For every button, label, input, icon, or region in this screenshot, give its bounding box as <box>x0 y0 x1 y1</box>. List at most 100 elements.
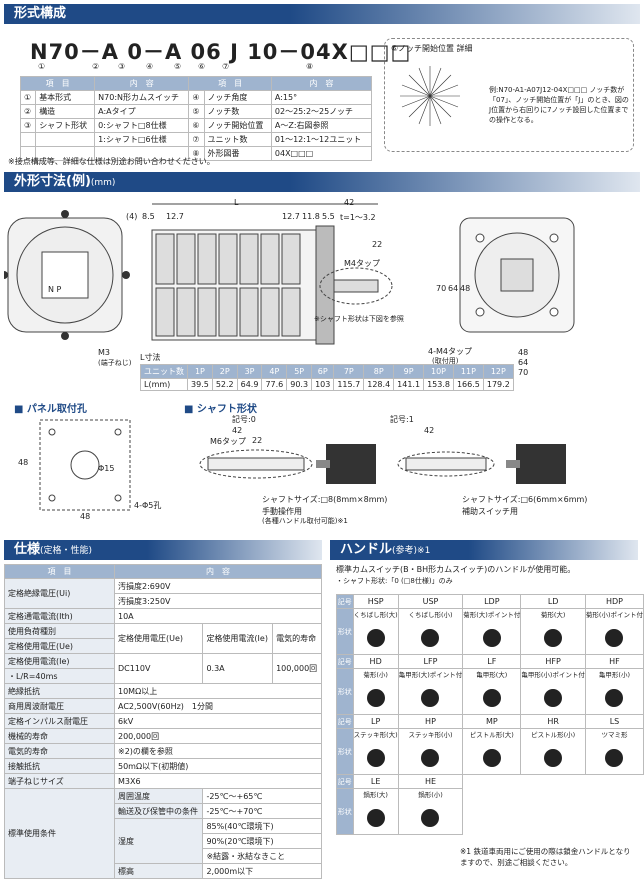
shaft-note: ※シャフト形状は下図を参照 <box>314 315 404 323</box>
handle-cell: ピストル形(小) <box>520 728 586 775</box>
cell: 基本形式 <box>35 90 96 105</box>
spec-val: M3X6 <box>114 773 322 789</box>
shaft-title: ■ シャフト形状 <box>184 404 257 415</box>
handle-code: MP <box>462 714 522 729</box>
cell: 04X□□□ <box>270 146 373 161</box>
handle-name: 亀甲形(大)ポイント付 <box>398 671 463 679</box>
handle-knob-icon <box>605 689 624 707</box>
cell: ノッチ開始位置 <box>203 118 272 133</box>
l-head-cell: 11P <box>452 364 484 379</box>
handle-name: ツマミ形 <box>601 731 628 739</box>
cond-key: 周囲温度 <box>113 788 204 804</box>
section-title: 仕様 <box>14 542 41 557</box>
l-row-cell: 179.2 <box>482 378 514 391</box>
dim-48b: 48 <box>518 348 529 357</box>
spec-val: 汚損度2:690V <box>114 578 322 594</box>
spec-subval: 0.3A <box>202 653 274 684</box>
l-head-cell: 9P <box>393 364 425 379</box>
dim-4: (4) <box>126 212 138 221</box>
circ-5: ⑤ <box>174 62 182 71</box>
th: 項 目 <box>19 76 96 91</box>
dim-m4tap: M4タップ <box>344 259 380 268</box>
circ-7: ⑦ <box>222 62 230 71</box>
dim-42: 42 <box>344 198 355 207</box>
shaft-code1: 記号:1 <box>390 415 414 424</box>
handle-name: くちばし形(小) <box>408 611 453 619</box>
panel-48b: 48 <box>80 512 91 521</box>
cond-val: 2,000m以下 <box>202 863 322 879</box>
panel-title: ■ パネル取付孔 <box>14 404 87 415</box>
l-head-cell: ユニット数 <box>140 364 188 379</box>
cell: 01～12:1～12ユニット <box>270 132 373 147</box>
handle-cell: 亀甲形(小) <box>584 668 644 715</box>
handle-knob-icon <box>605 629 624 647</box>
dim-48: 48 <box>460 284 471 293</box>
dim-t: t=1～3.2 <box>340 213 376 222</box>
dim-L: L <box>234 198 239 207</box>
dim-m3: M3 <box>98 348 110 357</box>
section-title: ハンドル <box>340 542 393 557</box>
dim-22: 22 <box>372 240 383 249</box>
cell: 外形図番 <box>203 146 272 161</box>
handle-code-label: 記号 <box>336 774 354 789</box>
l-head-cell: 1P <box>187 364 213 379</box>
dim-64b: 64 <box>518 358 529 367</box>
handle-name: ステッキ形(大) <box>353 731 398 739</box>
handle-name: 鍋形(小) <box>418 791 443 799</box>
handle-name: 菊形(小) <box>363 671 388 679</box>
handle-knob-icon <box>421 749 440 767</box>
handle-name: ピストル形(小) <box>531 731 576 739</box>
spec-val: ※2)の欄を参照 <box>114 743 322 759</box>
handle-shape-label: 形状 <box>336 788 354 835</box>
spec-key: 電気的寿命 <box>4 743 115 759</box>
model-note: ※接点構成等、詳細な仕様は別途お問い合わせください。 <box>8 157 215 166</box>
handle-code-label: 記号 <box>336 714 354 729</box>
handle-name: ステッキ形(小) <box>408 731 453 739</box>
cell: シャフト形状 <box>35 118 96 133</box>
handle-cell: ピストル形(大) <box>462 728 522 775</box>
cell: 0:シャフト□8仕様 <box>94 118 190 133</box>
dim-127: 12.7 <box>166 212 184 221</box>
l-row-cell: L(mm) <box>140 378 188 391</box>
handle-code: USP <box>397 594 464 609</box>
spec-key: 接触抵抗 <box>4 758 115 774</box>
cond-key: 標高 <box>113 863 204 879</box>
l-head-cell: 5P <box>286 364 313 379</box>
l-head-cell: 4P <box>261 364 288 379</box>
l-head-cell: 2P <box>211 364 238 379</box>
spec-key: 使用負荷種別 <box>4 623 115 639</box>
spec-key: 定格絶縁電圧(Ui) <box>4 578 115 609</box>
l-head-cell: 12P <box>482 364 514 379</box>
cond-val: -25℃～+65℃ <box>202 788 322 804</box>
handle-code: LDP <box>462 594 522 609</box>
section-handle: ハンドル(参考)※1 <box>330 540 638 560</box>
panel-drawing <box>39 419 131 511</box>
spec-val: 10MΩ以上 <box>114 683 322 699</box>
spec-val: 6kV <box>114 713 322 729</box>
cell: A:15° <box>270 90 373 105</box>
handle-code: HD <box>352 654 399 669</box>
spec-subval: DC110V <box>113 653 204 684</box>
shaft-m6: M6タップ <box>210 437 246 446</box>
handle-knob-icon <box>366 809 385 827</box>
l-head-cell: 8P <box>363 364 395 379</box>
handle-shape-label: 形状 <box>336 608 354 655</box>
cell: ② <box>19 104 37 119</box>
cell: A:Aタイプ <box>94 104 190 119</box>
cell: ③ <box>19 118 37 133</box>
circ-3: ③ <box>118 62 126 71</box>
section-dims: 外形寸法(例)(mm) <box>4 172 640 192</box>
cell: ⑧ <box>188 146 205 161</box>
spec-subval: 100,000回 <box>272 653 322 684</box>
spec-key: ・L/R=40ms <box>4 668 115 684</box>
handle-cell: ツマミ形 <box>584 728 644 775</box>
handle-knob-icon <box>544 749 563 767</box>
handle-code: LF <box>462 654 522 669</box>
handle-code: LS <box>584 714 644 729</box>
dim-70: 70 <box>436 284 447 293</box>
handle-cell: 菊形(大) <box>520 608 586 655</box>
spec-key: 定格インパルス耐電圧 <box>4 713 115 729</box>
handle-cell: 亀甲形(大)ポイント付 <box>397 668 464 715</box>
cond-val: -25℃～+70℃ <box>202 803 322 819</box>
